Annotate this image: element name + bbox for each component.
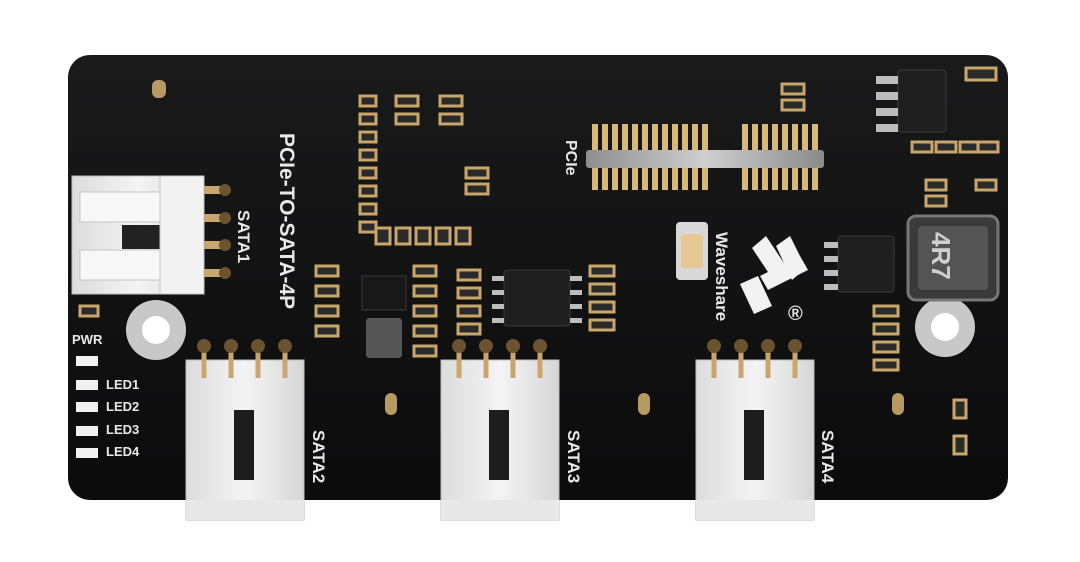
mounting-hole-right <box>915 297 975 357</box>
mounting-hole-left <box>126 300 186 360</box>
led2-label: LED2 <box>106 399 139 414</box>
ic-chips <box>361 69 1000 358</box>
sata4-connector <box>695 339 815 521</box>
led3-label: LED3 <box>106 422 139 437</box>
sata2-label: SATA2 <box>309 430 328 483</box>
sata2-connector <box>185 339 305 521</box>
brand-label: Waveshare <box>712 232 731 321</box>
passive-components <box>314 66 1000 456</box>
via-pads <box>152 80 904 415</box>
pcie-connector <box>586 124 824 190</box>
led1-label: LED1 <box>106 377 139 392</box>
sata1-connector <box>71 175 231 295</box>
status-leds <box>76 304 100 458</box>
registered-mark: ® <box>788 303 803 325</box>
sata4-label: SATA4 <box>818 430 837 484</box>
sata3-label: SATA3 <box>564 430 583 483</box>
led4-label: LED4 <box>106 444 140 459</box>
sata3-connector <box>440 339 560 521</box>
sata1-label: SATA1 <box>234 210 253 263</box>
pwr-label: PWR <box>72 332 103 347</box>
waveshare-logo <box>740 236 808 314</box>
pcie-label: PCIe <box>562 140 579 176</box>
board-title: PCIe-TO-SATA-4P <box>275 133 298 309</box>
inductor-label: 4R7 <box>926 232 956 280</box>
